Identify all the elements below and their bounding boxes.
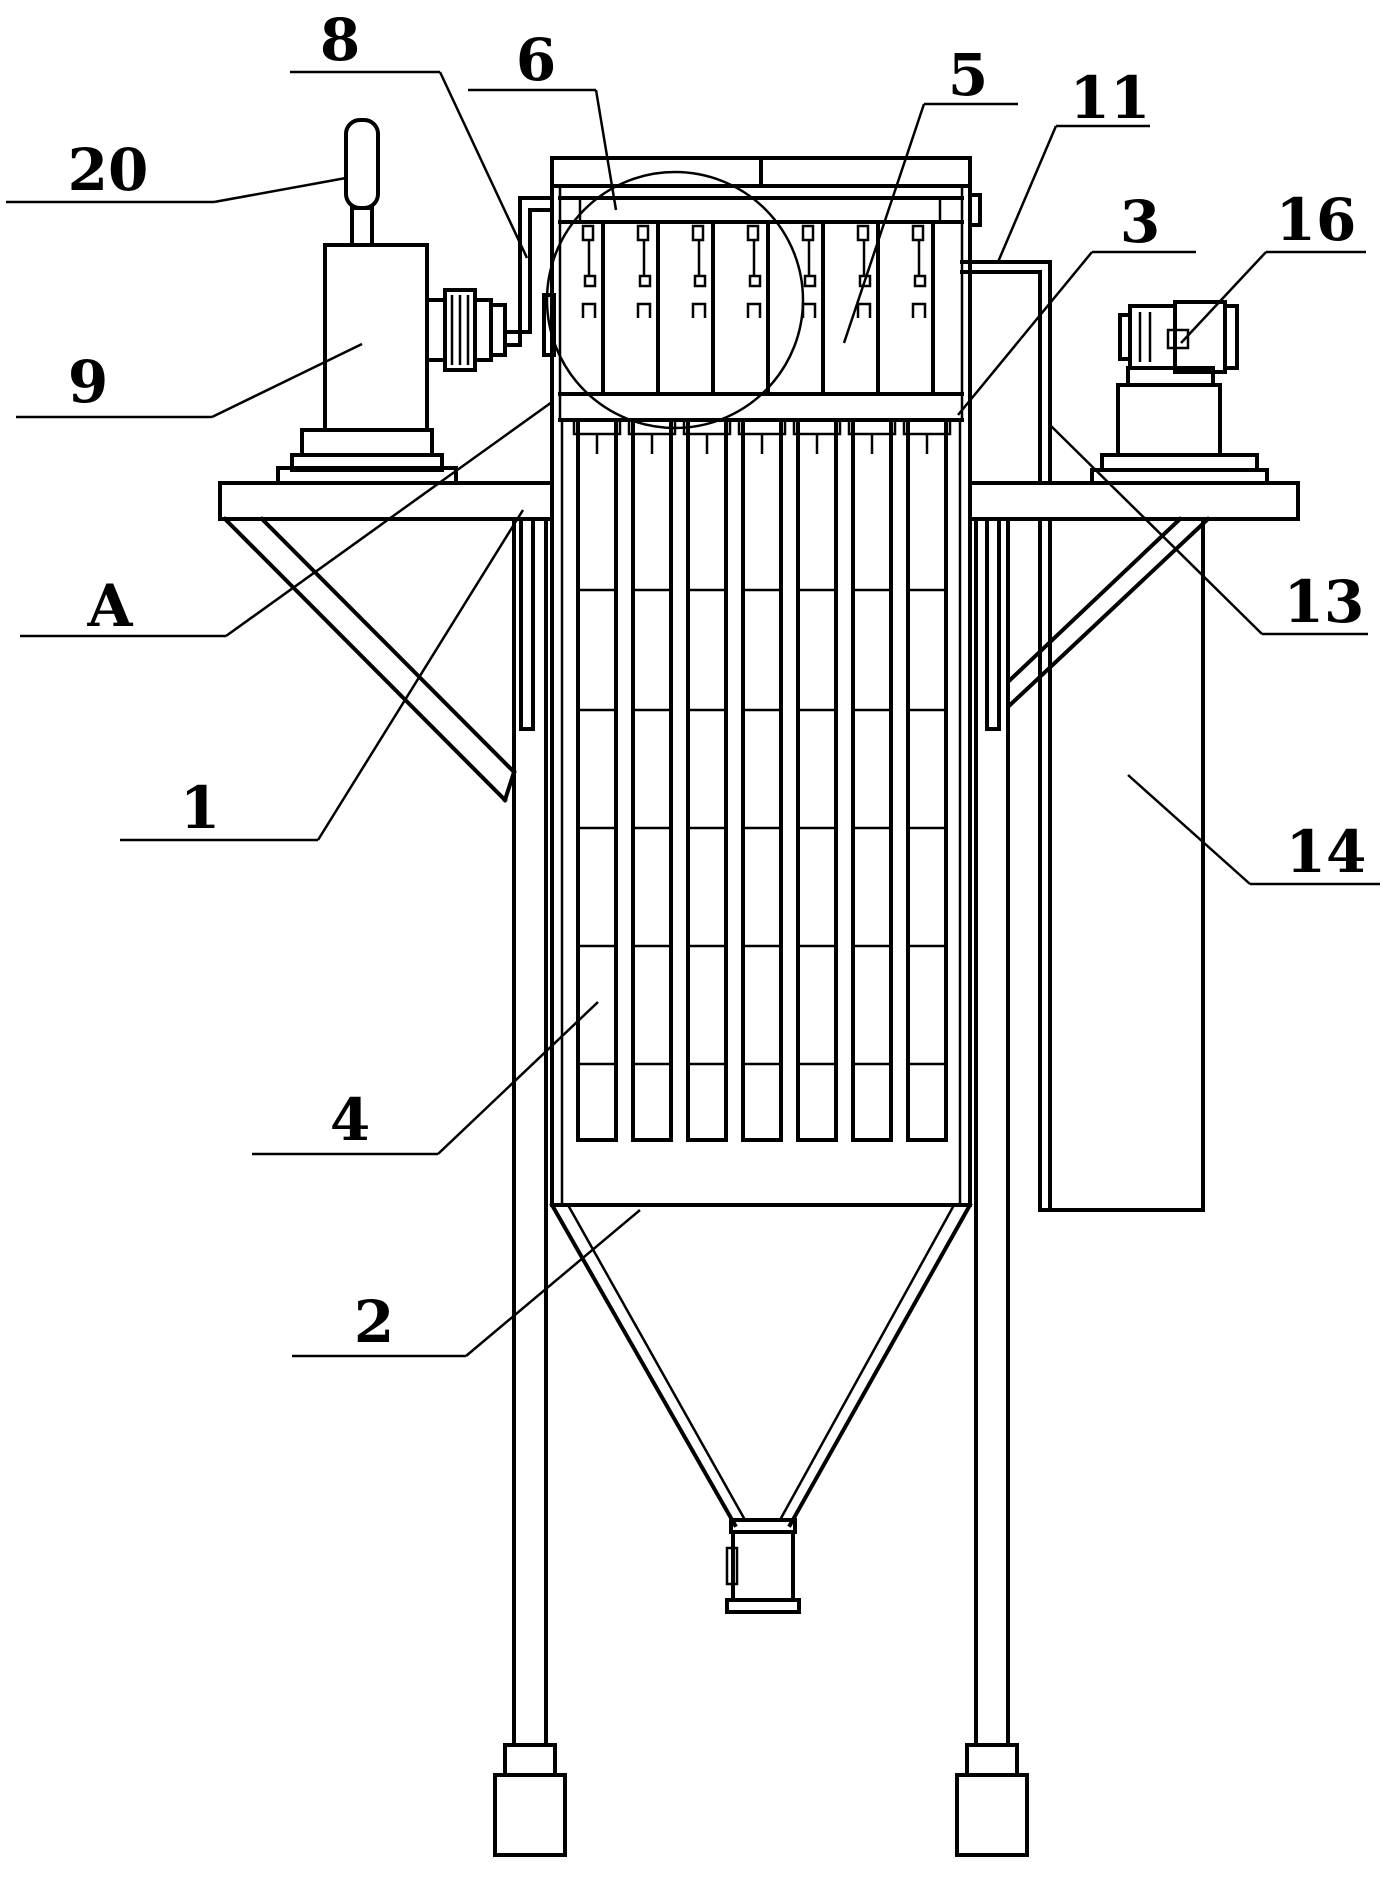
fan-assembly xyxy=(276,118,556,485)
callout-6: 6 xyxy=(516,26,556,94)
detail-circle-a xyxy=(545,170,805,430)
filter-bag xyxy=(847,418,897,1142)
filter-bag xyxy=(627,418,677,1142)
callout-9: 9 xyxy=(68,348,108,416)
callout-11: 11 xyxy=(1070,64,1151,132)
callout-1: 1 xyxy=(180,774,220,842)
filter-bag xyxy=(737,418,787,1142)
nozzle xyxy=(856,220,880,394)
filter-bag xyxy=(902,418,952,1142)
filter-bag xyxy=(682,418,732,1142)
platform-and-supports xyxy=(218,481,1300,1857)
right-side-equipment xyxy=(960,260,1269,1212)
filter-bag xyxy=(792,418,842,1142)
callout-16: 16 xyxy=(1276,186,1357,254)
nozzle xyxy=(691,220,715,394)
filter-bag xyxy=(572,418,622,1142)
leader-lines xyxy=(6,70,1380,1358)
callout-2: 2 xyxy=(354,1288,394,1356)
callout-4: 4 xyxy=(330,1086,370,1154)
nozzle xyxy=(746,220,770,394)
blow-nozzles xyxy=(581,220,935,394)
callout-5: 5 xyxy=(948,41,988,109)
callout-13: 13 xyxy=(1284,568,1365,636)
callout-3: 3 xyxy=(1120,188,1160,256)
callout-labels: 8 6 5 11 20 3 16 9 A 13 1 14 4 2 xyxy=(68,6,1367,1356)
nozzle xyxy=(581,220,605,394)
callout-8: 8 xyxy=(320,6,360,74)
nozzle xyxy=(636,220,660,394)
callout-20: 20 xyxy=(68,136,149,204)
nozzle xyxy=(911,220,935,394)
nozzle xyxy=(801,220,825,394)
callout-14: 14 xyxy=(1286,818,1367,886)
filter-bags xyxy=(572,418,952,1142)
callout-a: A xyxy=(86,572,133,640)
